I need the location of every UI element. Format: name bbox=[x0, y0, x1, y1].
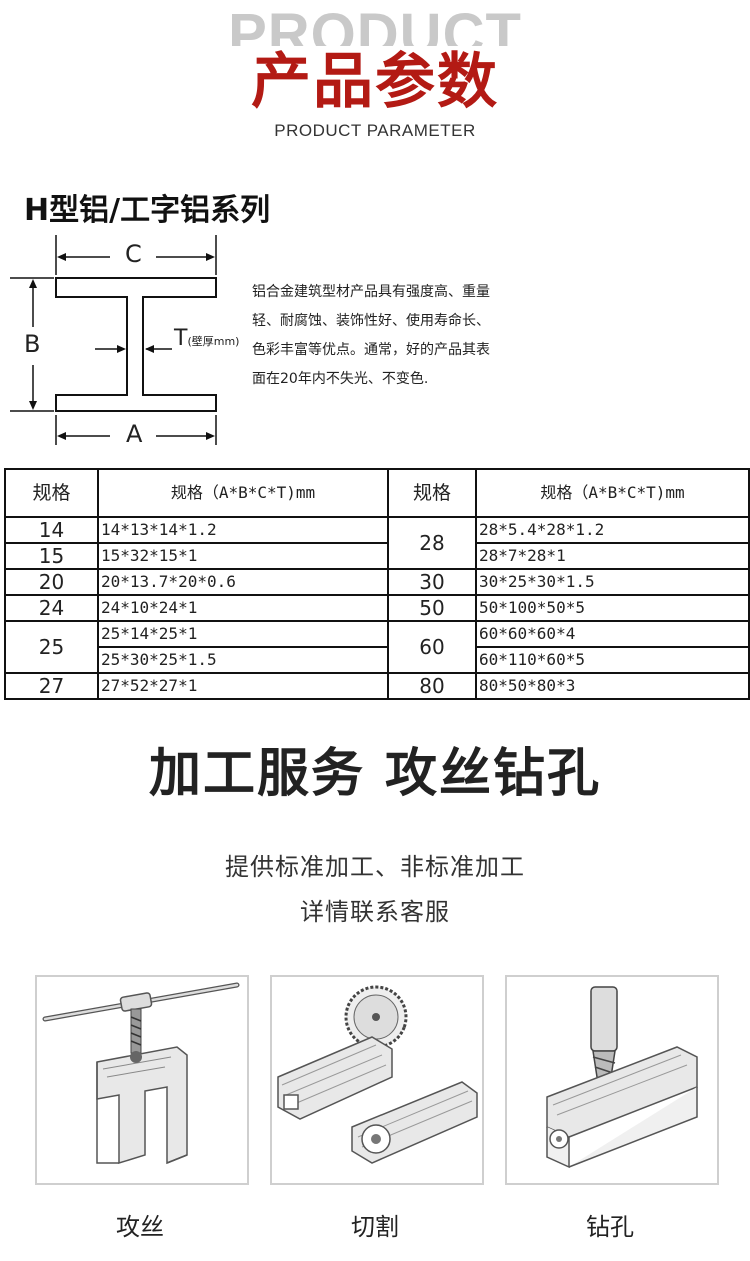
table-row: 15 15*32*15*1 28*7*28*1 bbox=[4, 542, 750, 570]
code-cell: 20 bbox=[4, 568, 99, 596]
process-card-drilling bbox=[505, 975, 719, 1185]
table-header-row: 规格 规格（A*B*C*T)mm 规格 规格（A*B*C*T)mm bbox=[4, 468, 750, 518]
code-cell: 15 bbox=[4, 542, 99, 570]
spec-cell: 24*10*24*1 bbox=[97, 594, 389, 622]
code-cell: 14 bbox=[4, 516, 99, 544]
dim-label-a: A bbox=[126, 420, 143, 448]
spec-cell: 80*50*80*3 bbox=[475, 672, 750, 700]
code-cell: 24 bbox=[4, 594, 99, 622]
drilling-icon bbox=[546, 986, 698, 1169]
code-cell: 27 bbox=[4, 672, 99, 700]
dim-label-t: T(壁厚mm) bbox=[174, 326, 239, 351]
header-spec-right: 规格（A*B*C*T)mm bbox=[475, 468, 750, 518]
code-cell: 28 bbox=[387, 516, 477, 570]
table-row: 25*30*25*1.5 60*110*60*5 bbox=[5, 646, 750, 674]
process-card-tapping bbox=[35, 975, 249, 1185]
spec-cell: 27*52*27*1 bbox=[97, 672, 389, 700]
spec-cell: 15*32*15*1 bbox=[97, 542, 389, 570]
spec-cell: 25*14*25*1 bbox=[97, 620, 389, 648]
header-code-left: 规格 bbox=[4, 468, 99, 518]
header-spec-left: 规格（A*B*C*T)mm bbox=[97, 468, 389, 518]
table-row: 14 14*13*14*1.2 28 28*5.4*28*1.2 bbox=[4, 516, 750, 570]
series-title: H型铝/工字铝系列 bbox=[24, 193, 271, 228]
code-cell: 50 bbox=[387, 594, 477, 622]
saw-cutting-icon bbox=[277, 985, 478, 1164]
dim-label-b: B bbox=[24, 330, 41, 358]
header-code-right: 规格 bbox=[387, 468, 477, 518]
spec-cell: 25*30*25*1.5 bbox=[97, 646, 389, 674]
table-row: 24 24*10*24*1 50 50*100*50*5 bbox=[4, 594, 750, 622]
dim-label-t-letter: T bbox=[174, 326, 188, 351]
spec-cell: 50*100*50*5 bbox=[475, 594, 750, 622]
header-bg-word: PRODUCT bbox=[228, 6, 522, 46]
table-row: 27 27*52*27*1 80 80*50*80*3 bbox=[4, 672, 750, 700]
table-row: 20 20*13.7*20*0.6 30 30*25*30*1.5 bbox=[4, 568, 750, 596]
spec-cell: 14*13*14*1.2 bbox=[97, 516, 389, 544]
spec-cell: 30*25*30*1.5 bbox=[475, 568, 750, 596]
spec-cell: 28*5.4*28*1.2 bbox=[475, 516, 750, 544]
dim-label-c: C bbox=[125, 240, 142, 268]
product-description: 铝合金建筑型材产品具有强度高、重量轻、耐腐蚀、装饰性好、使用寿命长、色彩丰富等优… bbox=[252, 284, 490, 387]
code-cell: 80 bbox=[387, 672, 477, 700]
caption-drilling: 钻孔 bbox=[586, 1213, 634, 1241]
process-card-cutting bbox=[270, 975, 484, 1185]
service-line-2: 详情联系客服 bbox=[300, 898, 450, 926]
h-beam-diagram bbox=[10, 235, 217, 445]
caption-tapping: 攻丝 bbox=[116, 1213, 164, 1241]
table-row: 25 25*14*25*1 60 60*60*60*4 bbox=[4, 620, 750, 674]
code-cell: 30 bbox=[387, 568, 477, 596]
spec-cell: 60*110*60*5 bbox=[475, 646, 750, 674]
spec-cell: 60*60*60*4 bbox=[475, 620, 750, 648]
spec-table: 规格 规格（A*B*C*T)mm 规格 规格（A*B*C*T)mm 14 14*… bbox=[4, 468, 750, 700]
code-cell: 60 bbox=[387, 620, 477, 674]
caption-cutting: 切割 bbox=[351, 1213, 399, 1241]
service-line-1: 提供标准加工、非标准加工 bbox=[225, 853, 525, 881]
code-cell: 25 bbox=[4, 620, 99, 674]
spec-cell: 20*13.7*20*0.6 bbox=[97, 568, 389, 596]
page-subtitle: PRODUCT PARAMETER bbox=[274, 121, 476, 140]
tapping-icon bbox=[42, 982, 240, 1165]
spec-cell: 28*7*28*1 bbox=[475, 542, 750, 570]
dim-label-t-note: (壁厚mm) bbox=[187, 335, 240, 348]
service-title: 加工服务 攻丝钻孔 bbox=[148, 744, 602, 804]
page-title: 产品参数 bbox=[251, 47, 499, 117]
